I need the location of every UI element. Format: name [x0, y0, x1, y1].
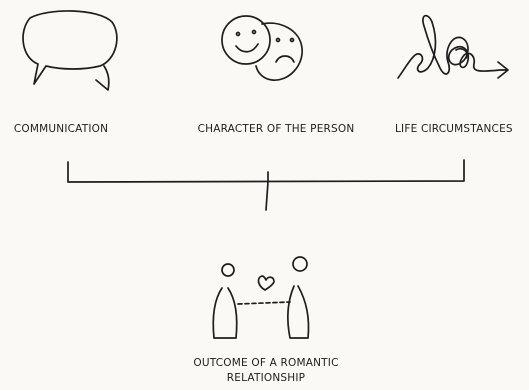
- bracket-connector: [67, 159, 465, 211]
- faces-icon: [221, 15, 303, 81]
- speech-bubbles-icon: [22, 10, 118, 91]
- couple-heart-icon: [212, 256, 310, 339]
- outcome-label: OUTCOME OF A ROMANTIC RELATIONSHIP: [193, 357, 339, 384]
- scribble-arrow-icon: [397, 14, 509, 79]
- character-of-the-person-label: CHARACTER OF THE PERSON: [197, 123, 355, 135]
- life-circumstances-label: LIFE CIRCUMSTANCES: [395, 123, 513, 135]
- communication-label: COMMUNICATION: [13, 123, 109, 135]
